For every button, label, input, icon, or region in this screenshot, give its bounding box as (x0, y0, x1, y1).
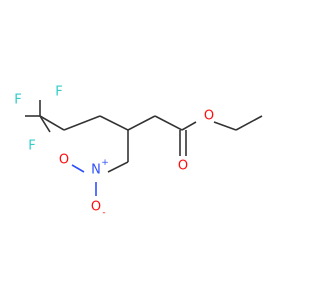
atom-o-nitro-single: O (91, 200, 101, 215)
bond-c1-oester (181, 121, 197, 131)
atom-f-bottom: F (28, 139, 35, 154)
atom-o-nitro-double: O (59, 153, 69, 168)
bond-c3-c2 (127, 115, 156, 131)
molecule-drawing: F F F O O N + O O - (14, 85, 263, 219)
bond-oester-ch2 (213, 121, 237, 131)
atom-n-nitro: N (91, 163, 101, 178)
bond-n-onitro-double-a (71, 164, 85, 173)
bond-c4-c3 (99, 115, 129, 131)
atom-f-left: F (14, 93, 21, 108)
atom-o-nitro-charge: - (102, 208, 105, 218)
carbon-bonds (25, 100, 263, 173)
atom-labels: F F F O O N + O O - (14, 85, 214, 219)
atom-o-ester: O (204, 109, 214, 124)
atom-f-top: F (55, 85, 62, 100)
bond-ch2-ch3 (235, 115, 263, 131)
atom-o-carbonyl: O (178, 159, 188, 174)
atom-n-charge: + (101, 158, 109, 168)
structure-canvas: F F F O O N + O O - (14, 84, 263, 219)
bond-c2-c1 (154, 115, 183, 131)
bond-c6-c5 (39, 115, 65, 131)
bond-c5-c4 (63, 115, 101, 131)
bond-c6-f-bottom (39, 115, 51, 133)
nitro-bonds (71, 164, 97, 196)
bond-ch2n-n (107, 161, 129, 173)
